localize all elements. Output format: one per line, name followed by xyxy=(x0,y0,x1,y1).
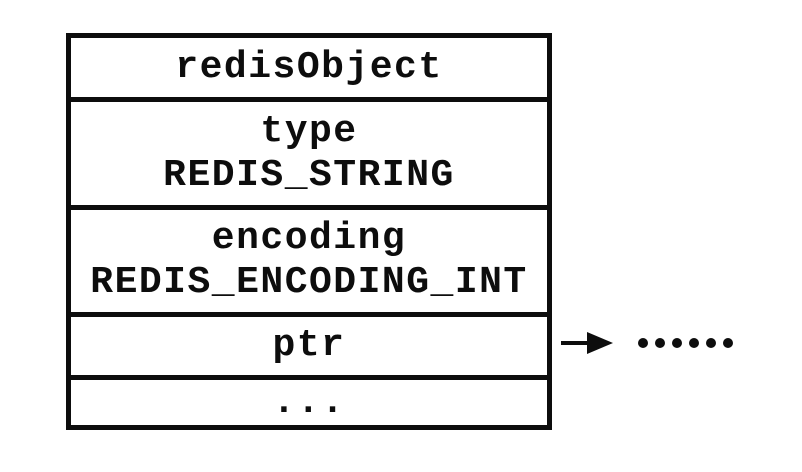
row-ptr-field: ptr xyxy=(71,312,547,375)
row-encoding-field: encoding REDIS_ENCODING_INT xyxy=(71,205,547,312)
continuation-dots-icon xyxy=(638,338,733,348)
row-ellipsis: ... xyxy=(71,375,547,425)
encoding-field-label: encoding xyxy=(211,217,407,260)
struct-name-label: redisObject xyxy=(175,45,443,89)
ellipsis-label: ... xyxy=(272,380,346,424)
type-field-label: type xyxy=(260,109,358,153)
ptr-field-label: ptr xyxy=(272,324,346,367)
ptr-arrow-shaft xyxy=(561,341,590,345)
row-struct-name: redisObject xyxy=(71,38,547,97)
ptr-arrow-head-icon xyxy=(587,332,613,354)
type-value-label: REDIS_STRING xyxy=(163,153,455,197)
row-type-field: type REDIS_STRING xyxy=(71,97,547,205)
encoding-value-label: REDIS_ENCODING_INT xyxy=(90,261,528,304)
redis-object-struct-box: redisObject type REDIS_STRING encoding R… xyxy=(66,33,552,430)
